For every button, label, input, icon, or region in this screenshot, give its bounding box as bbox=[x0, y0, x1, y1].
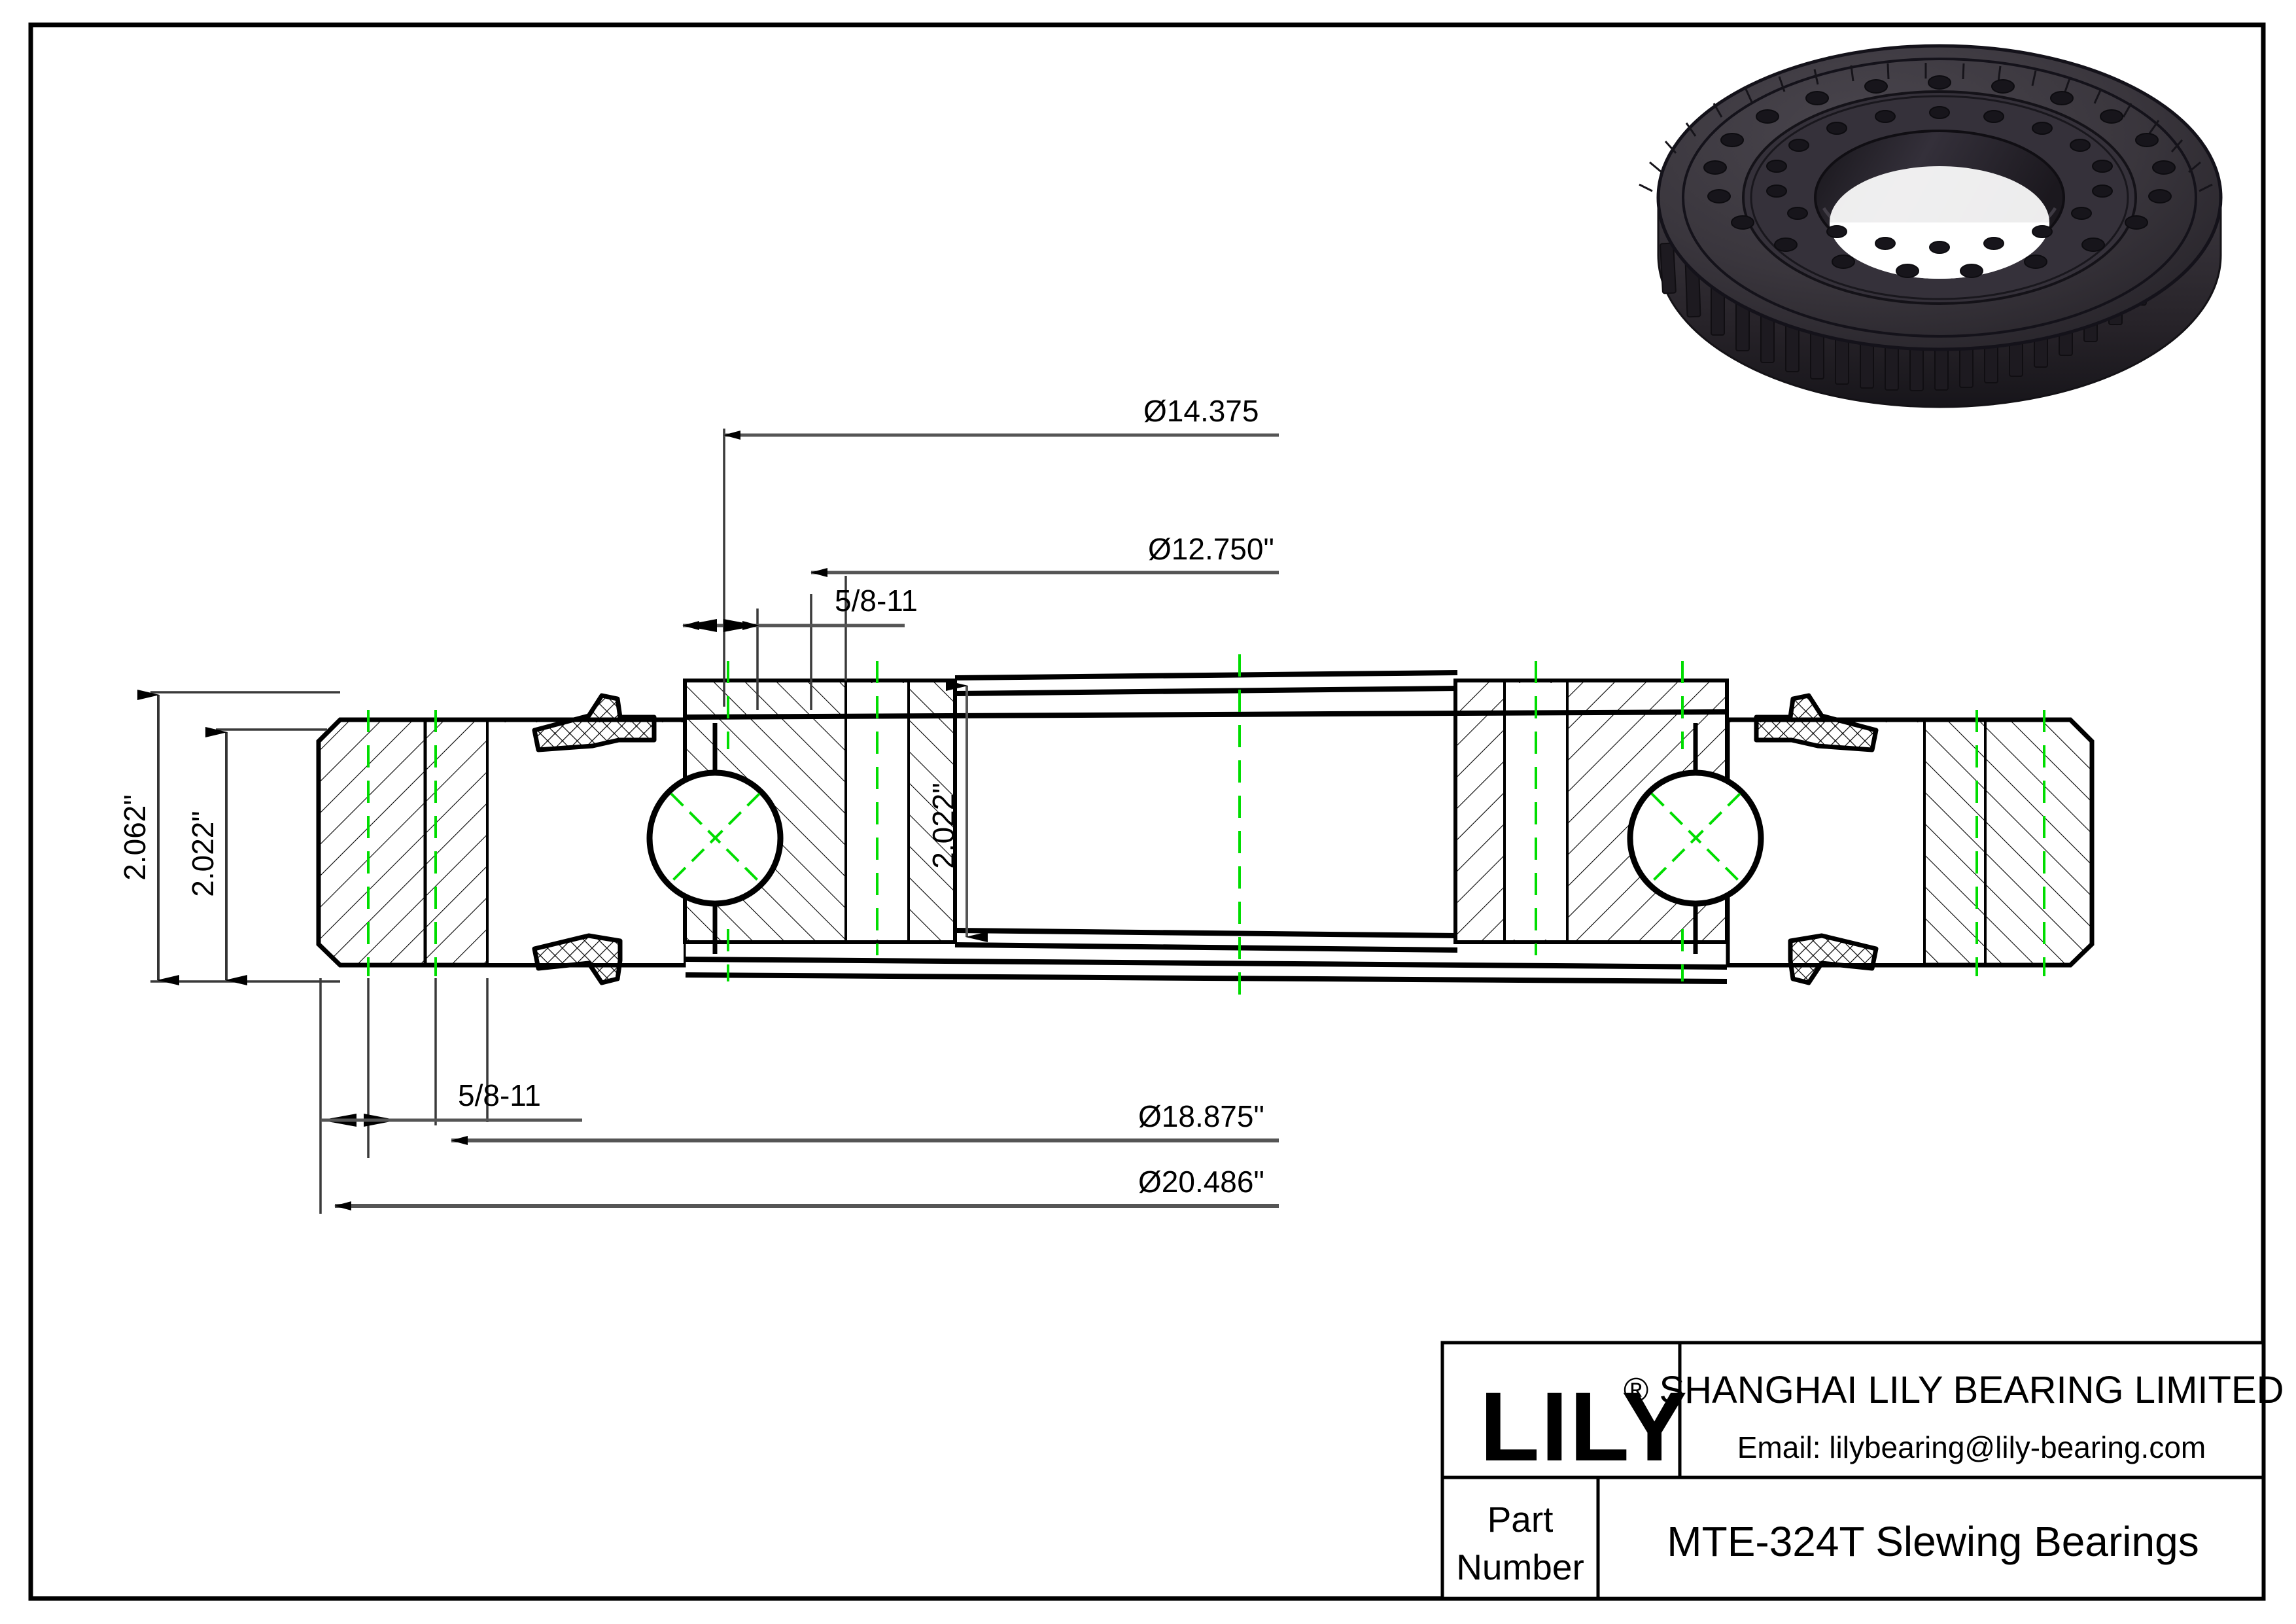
dimension-annotations: Ø14.375 Ø12.750" 5/8-11 5/8-11 bbox=[118, 394, 1279, 1214]
dimension-thread-bottom: 5/8-11 bbox=[321, 1078, 582, 1127]
dimension-label-thread-top: 5/8-11 bbox=[835, 584, 918, 618]
dimension-label-h-2022-left: 2.022" bbox=[186, 811, 220, 896]
dimension-label-d-18875: Ø18.875" bbox=[1138, 1099, 1264, 1133]
lily-logo-text: LILY bbox=[1480, 1371, 1688, 1481]
dimension-label-h-2022-center: 2.022" bbox=[926, 783, 960, 868]
right-ball bbox=[1627, 723, 1764, 954]
dimension-h-2062: 2.062" bbox=[118, 690, 179, 985]
dimension-d-20486: Ø20.486" bbox=[334, 1165, 1279, 1210]
left-seal-top bbox=[532, 693, 657, 752]
left-ball bbox=[646, 723, 784, 954]
dimension-label-d-12750: Ø12.750" bbox=[1148, 532, 1274, 566]
part-number-label-line2: Number bbox=[1456, 1547, 1584, 1587]
center-gap-lines bbox=[685, 670, 1728, 984]
registered-mark: ® bbox=[1624, 1371, 1648, 1409]
sheet-border bbox=[28, 22, 2266, 1601]
centerlines bbox=[367, 654, 2045, 995]
dimension-h-2022-center: 2.022" bbox=[926, 680, 988, 942]
company-name: SHANGHAI LILY BEARING LIMITED bbox=[1659, 1369, 2284, 1411]
left-outer-ring bbox=[316, 717, 686, 968]
right-seal-bottom bbox=[1788, 933, 1879, 985]
bearing-cross-section bbox=[316, 654, 2095, 995]
right-outer-ring bbox=[1726, 717, 2095, 968]
lily-logo: LILY ® bbox=[1480, 1371, 1688, 1481]
left-seal-bottom bbox=[532, 933, 623, 985]
right-seal-top bbox=[1754, 693, 1879, 752]
dimension-label-d-20486: Ø20.486" bbox=[1138, 1165, 1264, 1199]
dimension-label-h-2062: 2.062" bbox=[118, 794, 152, 880]
dimension-label-d-14375: Ø14.375 bbox=[1143, 394, 1259, 428]
dimension-d-12750: Ø12.750" bbox=[810, 532, 1279, 577]
dimension-thread-top: 5/8-11 bbox=[683, 584, 918, 632]
part-number-value: MTE-324T Slewing Bearings bbox=[1667, 1518, 2199, 1565]
dimension-d-18875: Ø18.875" bbox=[451, 1099, 1279, 1145]
title-block: LILY ® SHANGHAI LILY BEARING LIMITED Ema… bbox=[1440, 1341, 2284, 1600]
company-email: Email: lilybearing@lily-bearing.com bbox=[1737, 1430, 2206, 1464]
dimension-d-14375: Ø14.375 bbox=[723, 394, 1279, 440]
dimension-label-thread-bottom: 5/8-11 bbox=[458, 1078, 541, 1112]
3d-bearing-render bbox=[1639, 44, 2223, 408]
dimension-h-2022-left: 2.022" bbox=[186, 727, 247, 985]
part-number-label-line1: Part bbox=[1487, 1499, 1554, 1540]
